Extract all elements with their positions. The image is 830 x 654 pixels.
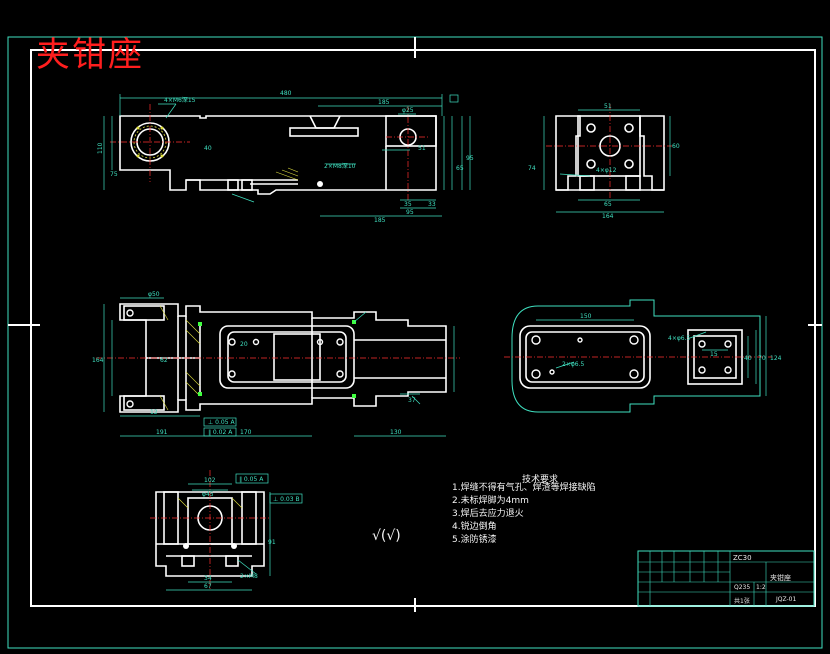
drawing-title: 夹钳座 xyxy=(36,35,144,75)
dim-front-hole: φ25 xyxy=(402,107,414,114)
dim-bottom-hole-note-2: 4×φ6.5 xyxy=(668,335,691,342)
dim-front-small: 40 xyxy=(204,145,212,152)
section-view: 102 φ45 34 67 91 2×M8 ∥ 0.05 A ⊥ 0.03 B xyxy=(150,470,303,591)
dim-front-bottom-inner: 95 xyxy=(406,209,414,216)
gdt-frame-3: ⊥ 0.05 A xyxy=(208,419,235,426)
dim-side-top: 51 xyxy=(604,103,612,110)
dim-side-hole-note: 4×φ12 xyxy=(596,167,617,174)
dim-bottom-h3: 124 xyxy=(770,355,782,362)
dim-front-height-left: 110 xyxy=(97,142,104,154)
tech-req-item: 2.未标焊脚为4mm xyxy=(452,496,529,506)
dim-bottom-h2: 70 xyxy=(758,355,766,362)
dim-top-middle: 170 xyxy=(240,429,252,436)
inner-frame xyxy=(30,49,816,607)
dim-side-bottom-overall: 164 xyxy=(602,213,614,220)
dim-section-b2: 67 xyxy=(204,583,212,590)
dim-front-bolt-note: 2×M8深10 xyxy=(324,162,356,170)
dim-front-height-r1: 95 xyxy=(466,155,474,162)
title-block-drawing-no: ZC30 xyxy=(733,554,752,562)
dim-top-20: 20 xyxy=(240,341,248,348)
dim-side-height: 74 xyxy=(528,165,536,172)
tech-req-item: 1.焊缝不得有气孔、焊渣等焊接缺陷 xyxy=(452,483,596,493)
dim-top-height: 164 xyxy=(92,357,104,364)
title-block-scale: 1:2 xyxy=(756,584,766,591)
dim-section-b1: 34 xyxy=(204,575,212,582)
dim-front-right: 185 xyxy=(378,99,390,106)
dim-side-bottom-inner: 65 xyxy=(604,201,612,208)
tech-req-item: 3.焊后去应力退火 xyxy=(452,509,524,519)
title-block-material: Q235 xyxy=(734,584,751,591)
dim-front-bottom-2: 33 xyxy=(428,201,436,208)
top-view: φ50 191 170 130 164 62 20 12 37 ⊥ 0.05 A… xyxy=(92,291,460,437)
dim-front-hole-note: 4×M6深15 xyxy=(164,96,196,104)
dim-front-bottom-1: 35 xyxy=(404,201,412,208)
tech-req-heading: 技术要求 xyxy=(522,475,559,485)
dim-top-37: 37 xyxy=(408,397,416,404)
roughness-symbol: √(√) xyxy=(372,528,401,544)
dim-front-height-inner: 75 xyxy=(110,171,118,178)
dim-side-right-height: 60 xyxy=(672,143,680,150)
side-view: 51 65 164 74 60 4×φ12 xyxy=(528,103,680,220)
dim-section-thread: 2×M8 xyxy=(240,573,258,580)
dim-bottom-length: 150 xyxy=(580,313,592,320)
tech-req-item: 4.锐边倒角 xyxy=(452,522,497,532)
bottom-view: 150 40 70 124 15 2×φ6.5 4×φ6.5 xyxy=(504,299,782,413)
dim-top-width-left: φ50 xyxy=(148,291,160,298)
dim-front-overall: 480 xyxy=(280,90,292,97)
dim-top-right: 130 xyxy=(390,429,402,436)
gdt-frame-1: ∥ 0.05 A xyxy=(239,476,264,483)
title-block xyxy=(637,550,815,607)
dim-top-inner-height: 62 xyxy=(160,357,168,364)
dim-bottom-h1: 40 xyxy=(744,355,752,362)
dim-front-51: 51 xyxy=(418,145,426,152)
dim-bottom-small: 15 xyxy=(710,351,718,358)
technical-requirements: 技术要求 1.焊缝不得有气孔、焊渣等焊接缺陷 2.未标焊脚为4mm 3.焊后去应… xyxy=(452,475,596,547)
title-block-sheet: 共1张 xyxy=(734,598,750,605)
dim-top-total: 191 xyxy=(156,429,168,436)
dim-bottom-hole-note: 2×φ6.5 xyxy=(562,361,585,368)
gdt-frame-2: ⊥ 0.03 B xyxy=(273,496,300,503)
gdt-frame-4: ∥ 0.02 A xyxy=(208,429,233,436)
tech-req-item: 5.涂防锈漆 xyxy=(452,535,497,545)
dim-section-mid: φ45 xyxy=(202,491,214,498)
dim-section-height: 91 xyxy=(268,539,276,546)
title-block-code: JQZ-01 xyxy=(776,596,797,603)
dim-section-top: 102 xyxy=(204,477,216,484)
title-block-part-name: 夹钳座 xyxy=(770,574,791,582)
centering-marks xyxy=(8,37,822,612)
dim-front-height-r2: 65 xyxy=(456,165,464,172)
front-view: 480 185 φ25 4×M6深15 2×M8深10 110 75 95 65… xyxy=(97,90,474,224)
dim-top-12: 12 xyxy=(150,409,158,416)
dim-front-bottom-total: 185 xyxy=(374,217,386,224)
